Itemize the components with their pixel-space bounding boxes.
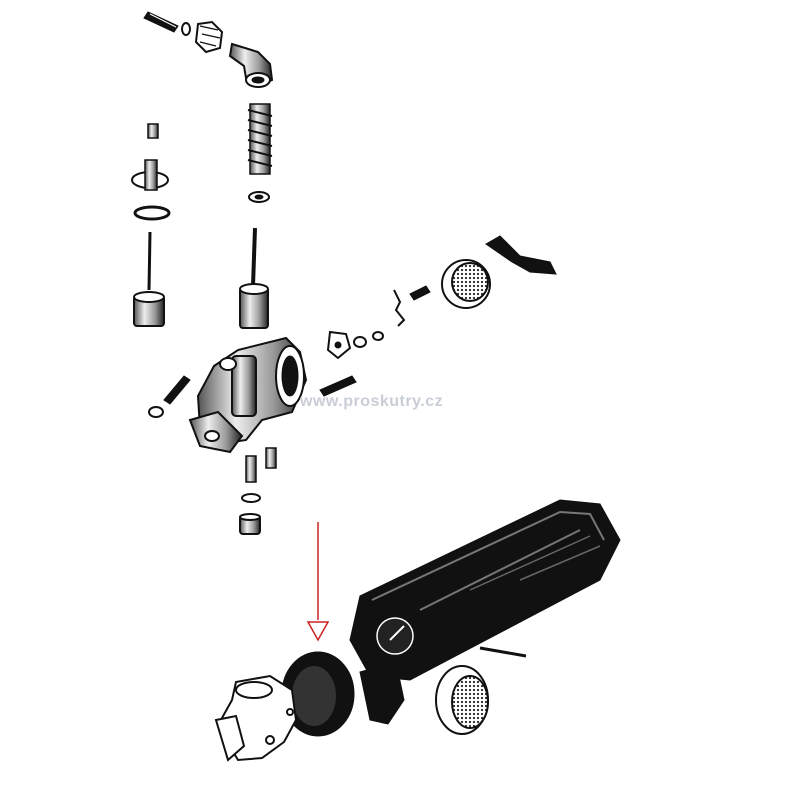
carburetor-outline bbox=[214, 674, 298, 762]
silencer-bolt bbox=[479, 646, 527, 658]
choke-screw bbox=[409, 285, 431, 301]
intake-rubber-ring bbox=[281, 651, 355, 737]
banjo-bolt bbox=[143, 11, 179, 33]
needle-spring bbox=[247, 103, 273, 175]
o-ring-float bbox=[133, 205, 171, 221]
pointer-arrow bbox=[306, 522, 330, 642]
intake-connector bbox=[359, 661, 405, 725]
fuel-inlet-elbow bbox=[228, 42, 274, 88]
float-valve bbox=[131, 159, 169, 191]
air-filter-element bbox=[441, 259, 491, 309]
main-jet bbox=[265, 447, 277, 469]
body-bolt bbox=[163, 375, 191, 405]
float-screw bbox=[147, 123, 159, 139]
drain-washer bbox=[241, 493, 261, 503]
filter-clip bbox=[485, 235, 557, 275]
throttle-slide bbox=[239, 283, 269, 329]
watermark-text: www.proskutry.cz bbox=[299, 393, 443, 410]
body-washer bbox=[148, 406, 164, 418]
float bbox=[133, 291, 165, 327]
union-nut bbox=[194, 20, 224, 54]
choke-lever bbox=[326, 330, 352, 360]
lower-filter-element bbox=[435, 665, 489, 735]
jet-needle bbox=[251, 227, 257, 287]
intake-flange bbox=[188, 410, 244, 454]
needle-clip bbox=[248, 191, 270, 203]
jet-holder bbox=[245, 455, 257, 483]
air-intake-silencer bbox=[349, 499, 621, 681]
carburetor-body bbox=[196, 336, 308, 446]
drain-plug bbox=[239, 513, 261, 535]
idle-screw bbox=[319, 375, 357, 397]
washer-small-top bbox=[181, 22, 191, 36]
choke-spring bbox=[393, 289, 406, 327]
lever-nut bbox=[353, 331, 384, 348]
float-pin bbox=[147, 231, 152, 291]
